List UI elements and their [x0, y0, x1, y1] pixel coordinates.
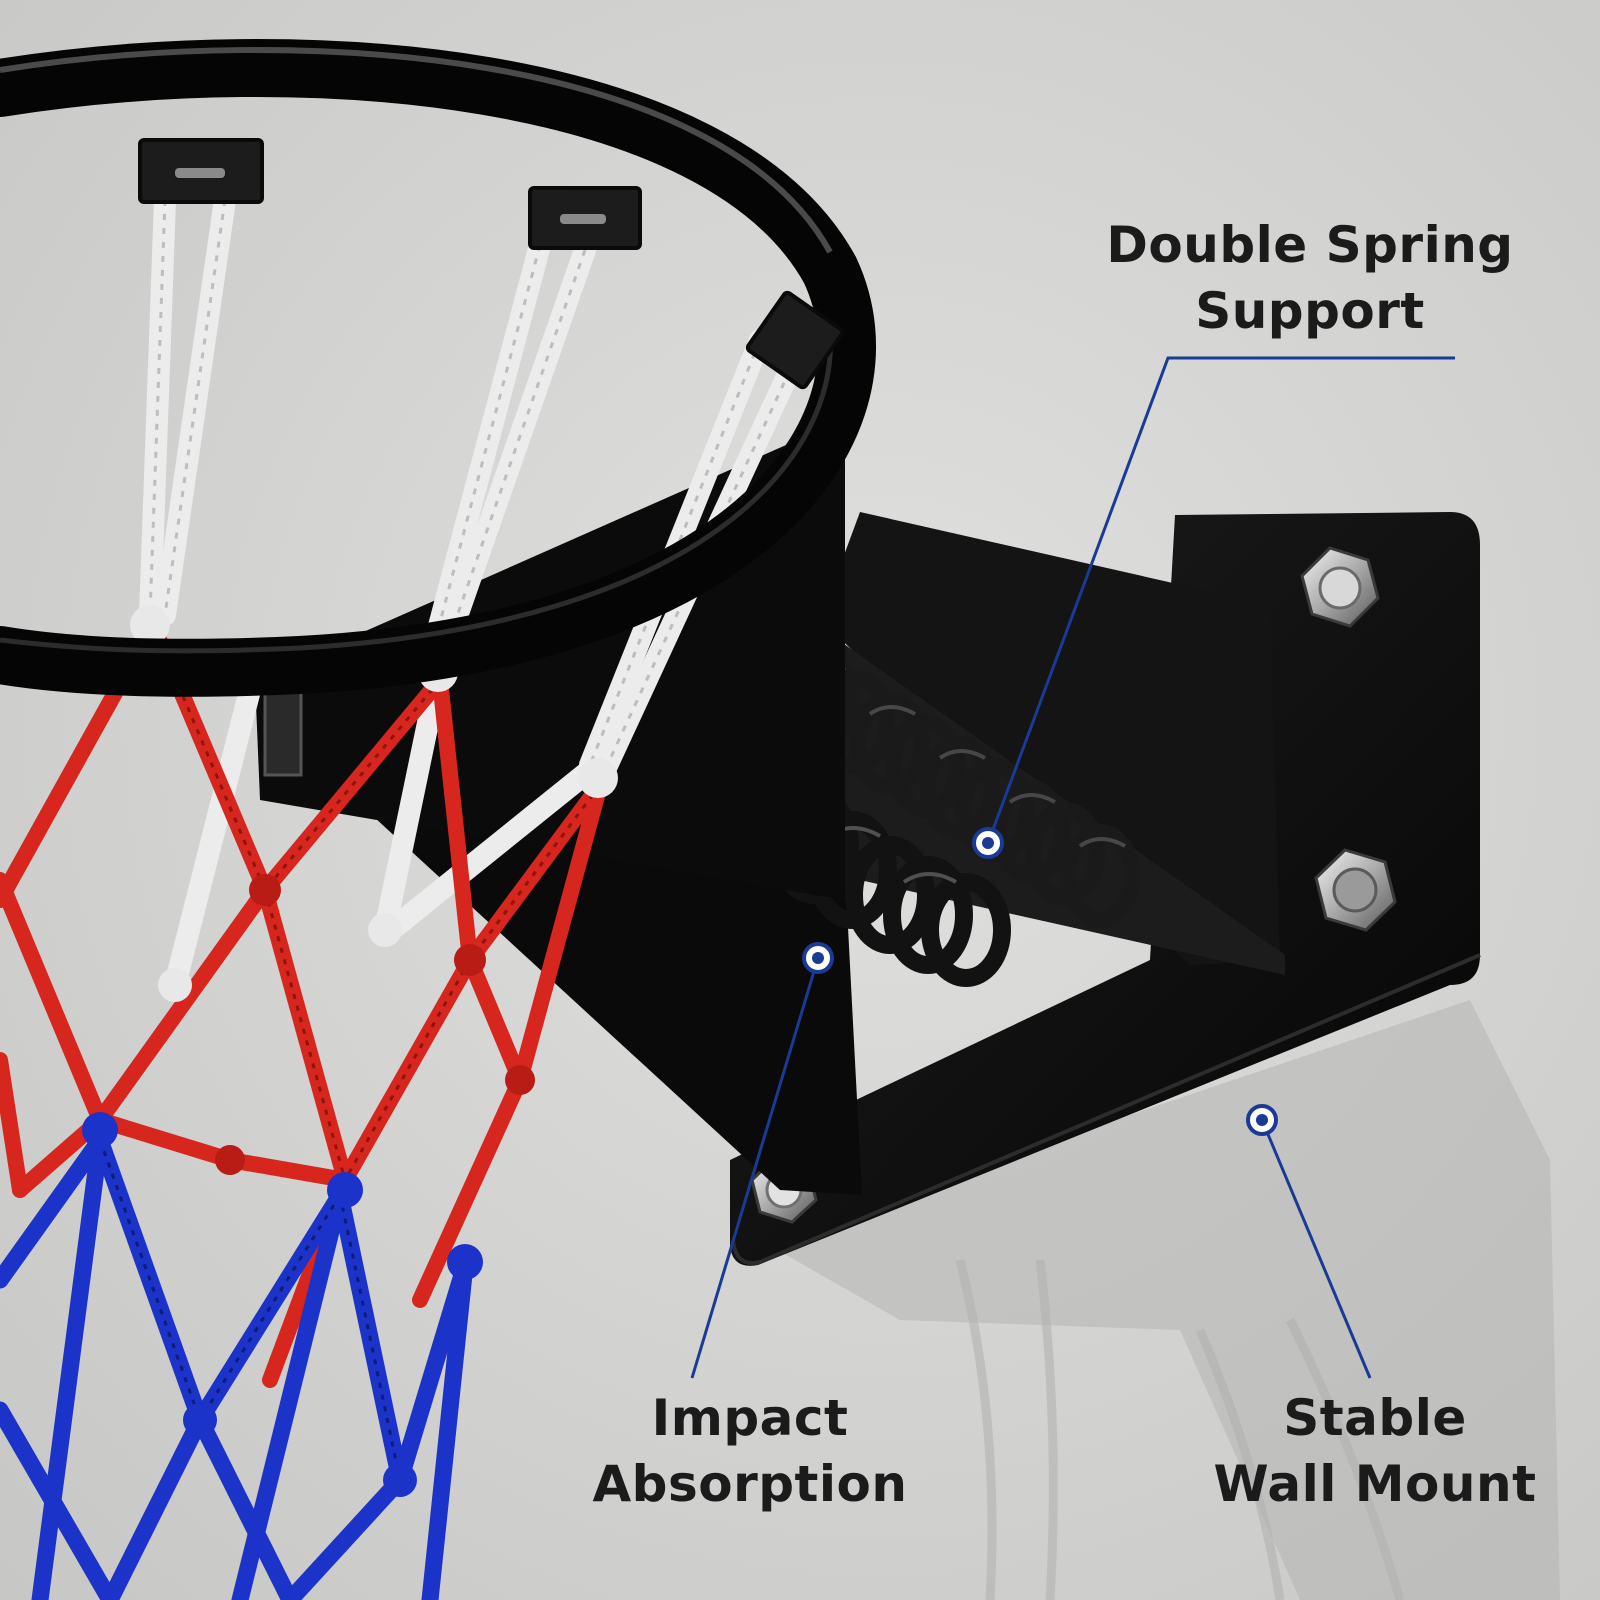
- callout-stable-line1: Stable: [1283, 1389, 1467, 1447]
- callout-line-double-spring: [986, 356, 1455, 844]
- net-blue-strings: [0, 1131, 474, 1600]
- bracket-shadow: [760, 1000, 1560, 1600]
- callout-double-spring-support: Double Spring Support: [1100, 212, 1520, 344]
- callout-impact-absorption: Impact Absorption: [560, 1385, 940, 1517]
- bolt-top: [1300, 546, 1380, 628]
- callout-stable-wall-mount: Stable Wall Mount: [1190, 1385, 1560, 1517]
- marker-stable: [1246, 1104, 1278, 1136]
- callout-double-spring-line1: Double Spring: [1106, 216, 1514, 274]
- bracket-side-wing: [350, 795, 862, 1195]
- hoop-rim: [0, 39, 876, 697]
- callout-impact-line1: Impact: [651, 1389, 849, 1447]
- callout-impact-line2: Absorption: [592, 1455, 908, 1513]
- callout-markers: [802, 827, 1278, 1136]
- net-shadow: [955, 1258, 1405, 1600]
- plate-edge: [731, 953, 1481, 1265]
- net-blue-texture: [98, 1139, 402, 1481]
- net-knots: [82, 605, 618, 1497]
- marker-double-spring: [972, 827, 1004, 859]
- callout-double-spring-line2: Support: [1195, 282, 1425, 340]
- net-hook-pins: [175, 168, 606, 224]
- rim-clip: [263, 678, 303, 777]
- wall-mount-plate: [730, 512, 1480, 1266]
- bolt-middle: [1314, 848, 1397, 932]
- callout-line-stable: [1260, 1119, 1372, 1379]
- callout-lines: [690, 356, 1455, 1379]
- callout-stable-line2: Wall Mount: [1213, 1455, 1537, 1513]
- callout-line-impact: [690, 957, 820, 1379]
- bracket-upper-plate: [820, 512, 1280, 965]
- marker-impact: [802, 942, 834, 974]
- net-red-texture: [153, 629, 602, 1181]
